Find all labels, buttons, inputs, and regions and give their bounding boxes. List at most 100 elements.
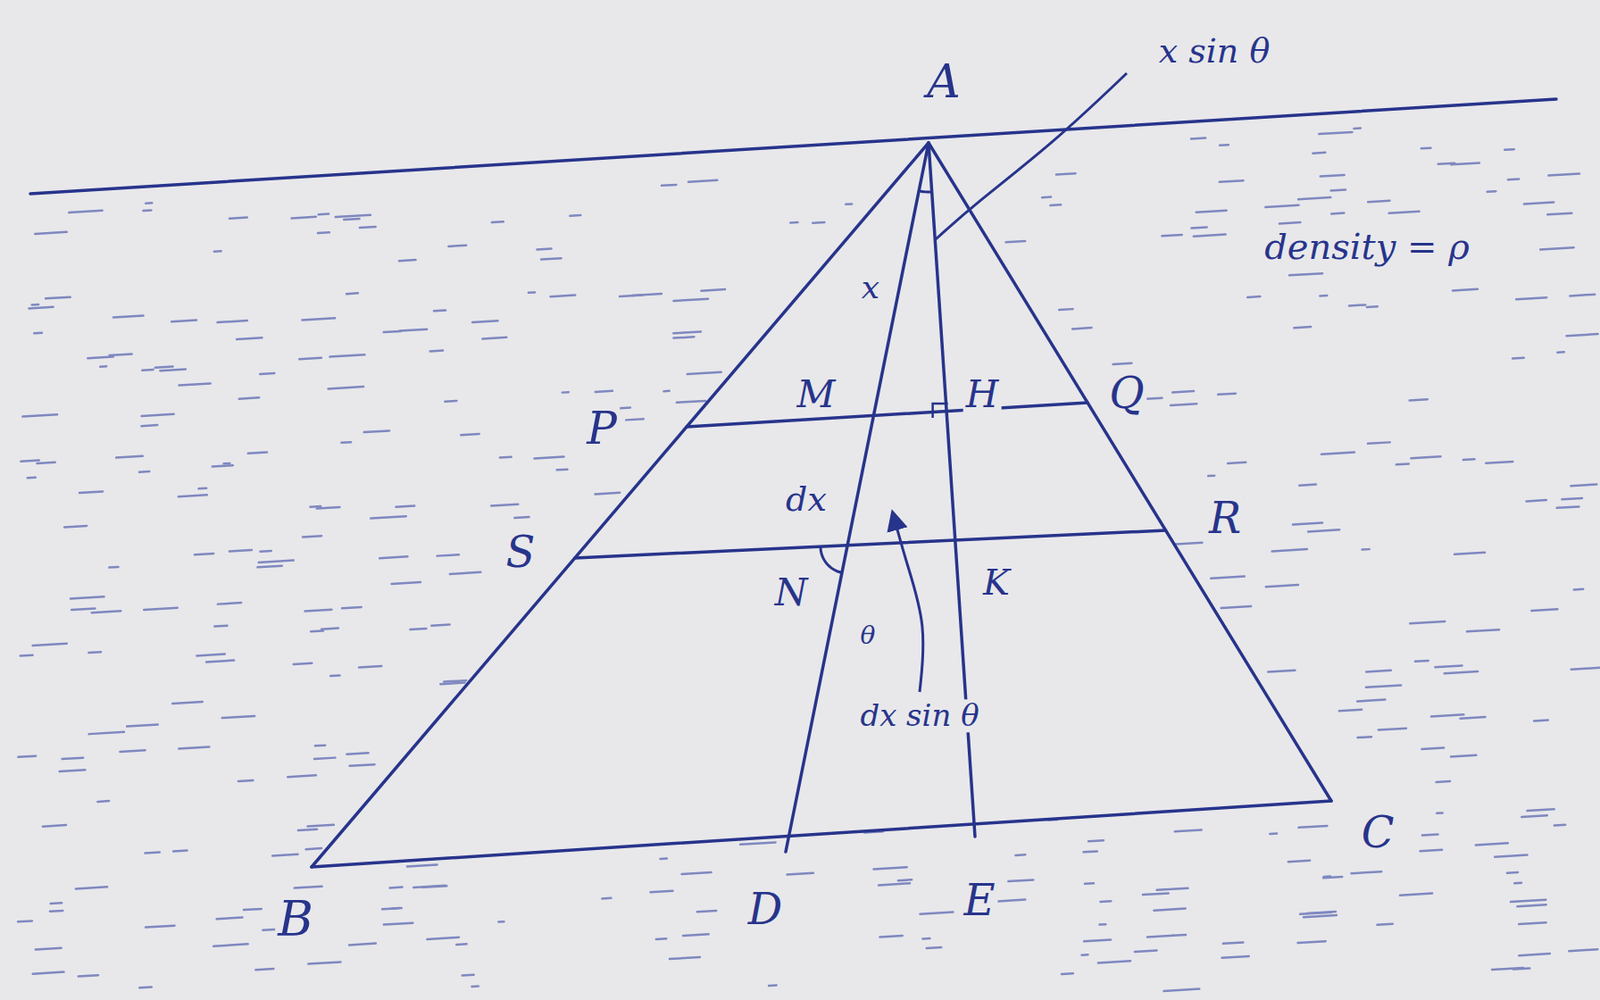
water-dash <box>272 854 298 857</box>
water-dash <box>1420 850 1442 851</box>
water-dash <box>1082 953 1089 957</box>
water-dash <box>17 919 33 923</box>
water-dash <box>257 566 282 568</box>
water-dash <box>222 716 255 718</box>
water-dash <box>1421 747 1444 749</box>
water-dash <box>199 487 208 491</box>
water-dash <box>1367 441 1391 443</box>
point-label: dx sin θ <box>857 699 982 733</box>
water-dash <box>1265 205 1299 208</box>
water-dash <box>1508 177 1519 181</box>
water-dash <box>1518 922 1546 925</box>
water-dash <box>1357 700 1385 702</box>
water-dash <box>1193 233 1226 236</box>
water-dash <box>1409 399 1428 400</box>
water-dash <box>1223 942 1243 944</box>
water-dash <box>50 901 62 905</box>
water-dash <box>557 467 568 471</box>
water-dash <box>1444 671 1478 674</box>
water-dash <box>1431 714 1464 717</box>
water-dash <box>1058 308 1073 311</box>
water-dash <box>448 245 467 247</box>
water-dash <box>1312 151 1325 155</box>
water-dash <box>213 943 248 946</box>
point-label: Q <box>1106 369 1147 417</box>
water-dash <box>1463 458 1475 461</box>
water-dash <box>59 769 86 772</box>
water-dash <box>874 866 908 869</box>
water-dash <box>687 372 722 375</box>
point-label: D <box>745 885 785 934</box>
water-dash <box>472 320 498 323</box>
water-dash <box>27 475 36 479</box>
water-dash <box>259 372 275 375</box>
water-dash <box>1300 912 1332 915</box>
water-dash <box>22 414 58 417</box>
water-dash <box>390 885 403 889</box>
water-dash <box>1219 180 1244 183</box>
water-dash <box>1400 893 1433 896</box>
water-dash <box>33 643 67 646</box>
water-dash <box>1561 498 1583 500</box>
water-dash <box>379 556 408 559</box>
water-dash <box>248 452 267 454</box>
water-dash <box>1173 933 1186 937</box>
water-dash <box>120 750 146 752</box>
water-dash <box>400 329 427 332</box>
water-dash <box>1378 728 1407 731</box>
water-dash <box>341 607 362 609</box>
water-dash <box>1526 500 1547 501</box>
water-dash <box>1292 523 1323 525</box>
water-dash <box>1320 175 1345 177</box>
water-dash <box>91 610 122 613</box>
water-dash <box>1557 506 1580 508</box>
water-dash <box>534 457 565 459</box>
water-dash <box>676 400 706 403</box>
water-dash <box>294 886 323 889</box>
water-dash <box>79 491 103 493</box>
water-dash <box>89 732 125 734</box>
water-dash <box>625 418 644 420</box>
water-dash <box>426 937 459 940</box>
water-dash <box>1191 136 1206 140</box>
water-dash <box>383 331 401 333</box>
water-dash <box>1514 882 1522 885</box>
water-dash <box>1547 213 1572 216</box>
water-dash <box>595 391 613 392</box>
water-dash <box>75 886 108 889</box>
water-dash <box>1396 462 1409 466</box>
water-dash <box>456 942 467 946</box>
leader-line <box>935 73 1127 240</box>
water-dash <box>1450 162 1480 165</box>
water-dash <box>330 354 366 357</box>
water-dash <box>409 628 426 630</box>
water-dash <box>1351 871 1383 874</box>
water-dash <box>1321 452 1355 455</box>
water-dash <box>159 368 186 371</box>
water-dash <box>1006 241 1026 242</box>
water-dash <box>350 764 375 767</box>
water-dash <box>1175 542 1202 545</box>
water-dash <box>1331 211 1344 215</box>
water-dash <box>433 308 446 312</box>
water-dash <box>1516 297 1547 300</box>
water-dash <box>1298 941 1326 943</box>
water-dash <box>514 516 529 519</box>
angle-arc <box>820 547 842 574</box>
water-dash <box>217 602 242 605</box>
water-dash <box>1153 908 1185 911</box>
water-dash <box>298 829 317 831</box>
water-dash <box>1098 960 1131 963</box>
water-dash <box>155 366 174 368</box>
water-dash <box>35 948 62 950</box>
water-dash <box>1491 967 1524 970</box>
water-dash <box>126 725 159 727</box>
water-dash <box>1247 295 1260 299</box>
water-dash <box>1376 924 1392 925</box>
water-dash <box>100 365 107 368</box>
water-dash <box>1353 126 1360 130</box>
water-dash <box>1299 825 1328 828</box>
water-dash <box>601 897 611 900</box>
water-dash <box>346 752 368 754</box>
water-dash <box>349 943 376 946</box>
